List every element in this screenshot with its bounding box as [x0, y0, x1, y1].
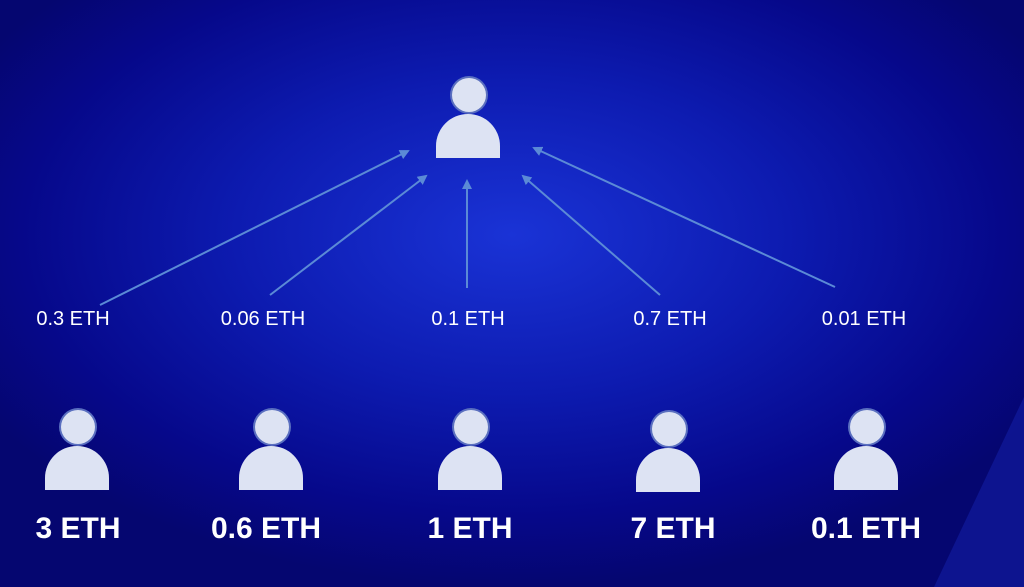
balance-5: 0.1 ETH [810, 512, 922, 545]
recipient-person-icon [436, 78, 500, 160]
sender-person-icon-5 [834, 410, 898, 492]
arrow-1 [99, 150, 410, 306]
sent-amount-1: 0.3 ETH [36, 308, 110, 330]
balance-2: 0.6 ETH [210, 512, 322, 545]
sender-person-icon-3 [438, 410, 502, 492]
arrow-2 [269, 174, 428, 296]
sender-person-icon-1 [45, 410, 109, 492]
arrow-5 [532, 146, 836, 288]
background-accent [934, 397, 1024, 587]
sent-amount-5: 0.01 ETH [821, 308, 907, 330]
balance-3: 1 ETH [427, 512, 513, 545]
balance-1: 3 ETH [35, 512, 121, 545]
sent-amount-2: 0.06 ETH [220, 308, 306, 330]
balance-4: 7 ETH [630, 512, 716, 545]
sent-amount-3: 0.1 ETH [431, 308, 505, 330]
arrow-4 [521, 174, 661, 296]
sender-person-icon-2 [239, 410, 303, 492]
sent-amount-4: 0.7 ETH [633, 308, 707, 330]
sender-person-icon-4 [636, 412, 700, 494]
